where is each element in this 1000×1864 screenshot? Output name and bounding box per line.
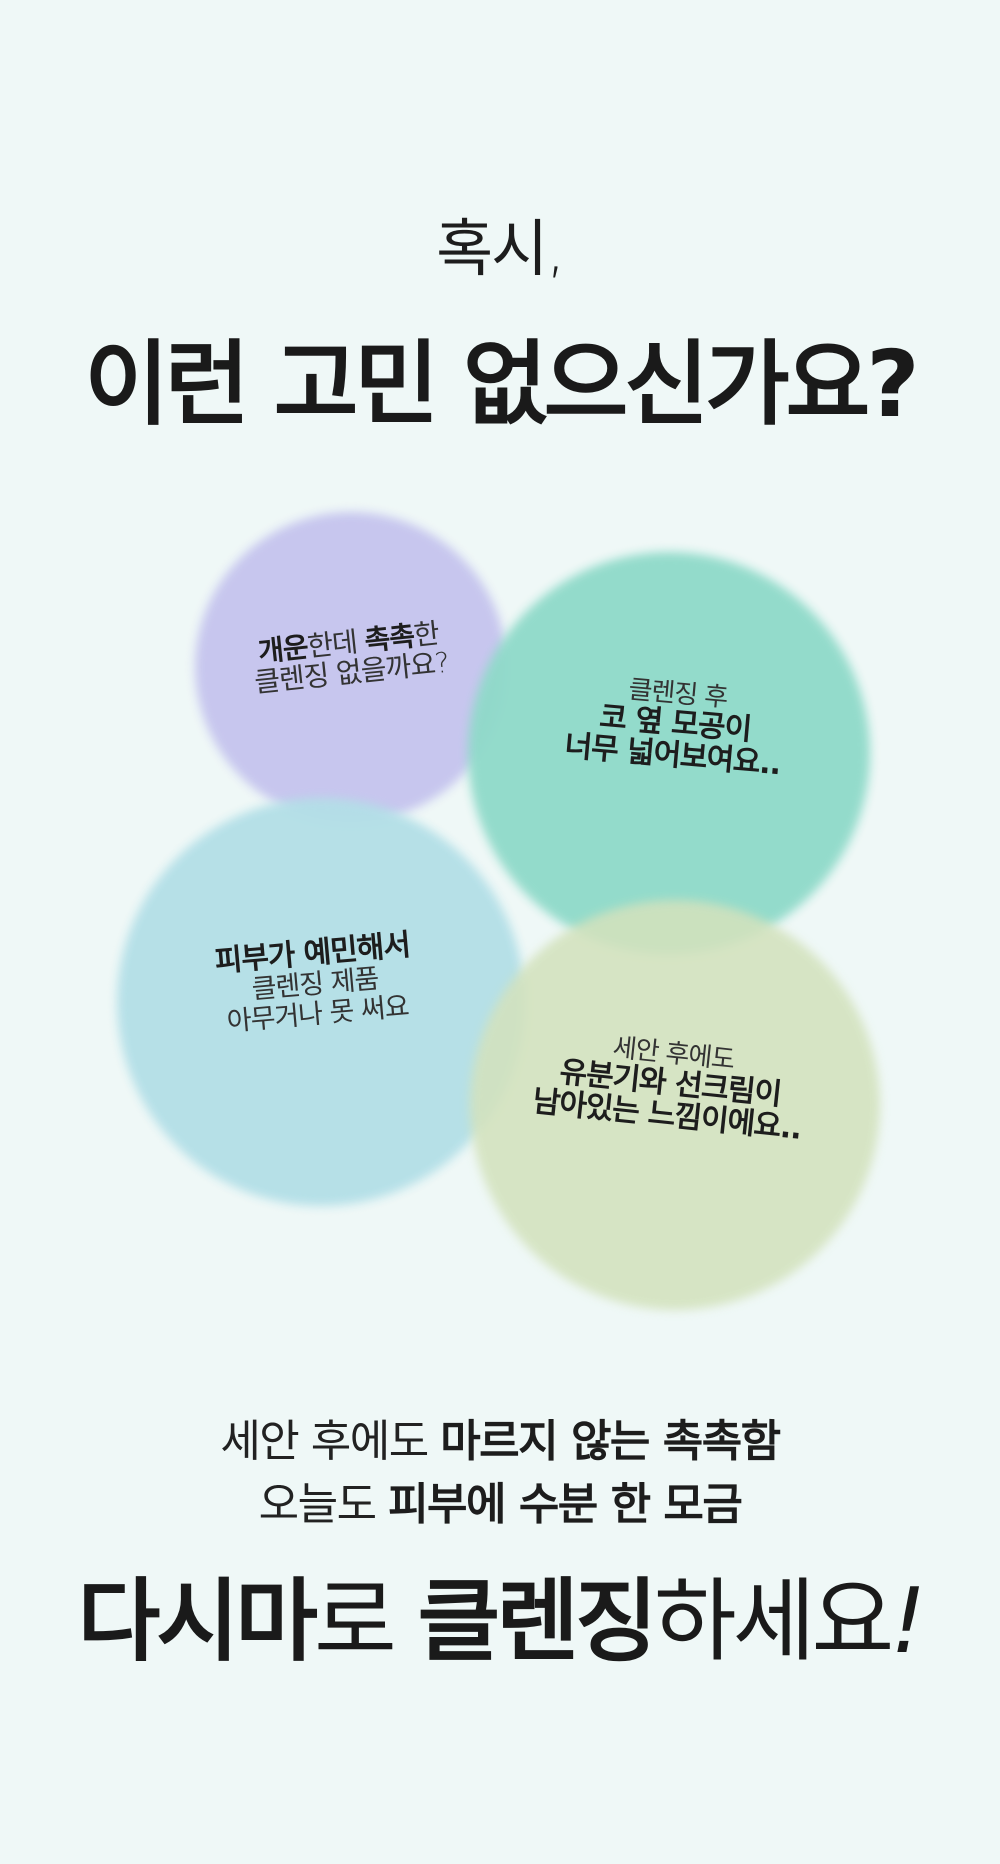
cta-headline: 다시마로 클렌징하세요! [77, 1569, 927, 1674]
headline-top: 혹시, [436, 212, 566, 285]
footer-line1: 세안 후에도 마르지 않는 촉촉함 [220, 1416, 781, 1467]
bubble-teal [468, 552, 870, 954]
footer-line2: 오늘도 피부에 수분 한 모금 [258, 1479, 743, 1530]
bubble-green [470, 900, 880, 1310]
bubble-blue-text: 피부가 예민해서 클렌징 제품 아무거나 못 써요 [196, 928, 433, 1038]
bubble-purple [195, 512, 507, 822]
bubble-blue [117, 798, 525, 1206]
headline-main: 이런 고민 없으신가요? [84, 331, 919, 438]
